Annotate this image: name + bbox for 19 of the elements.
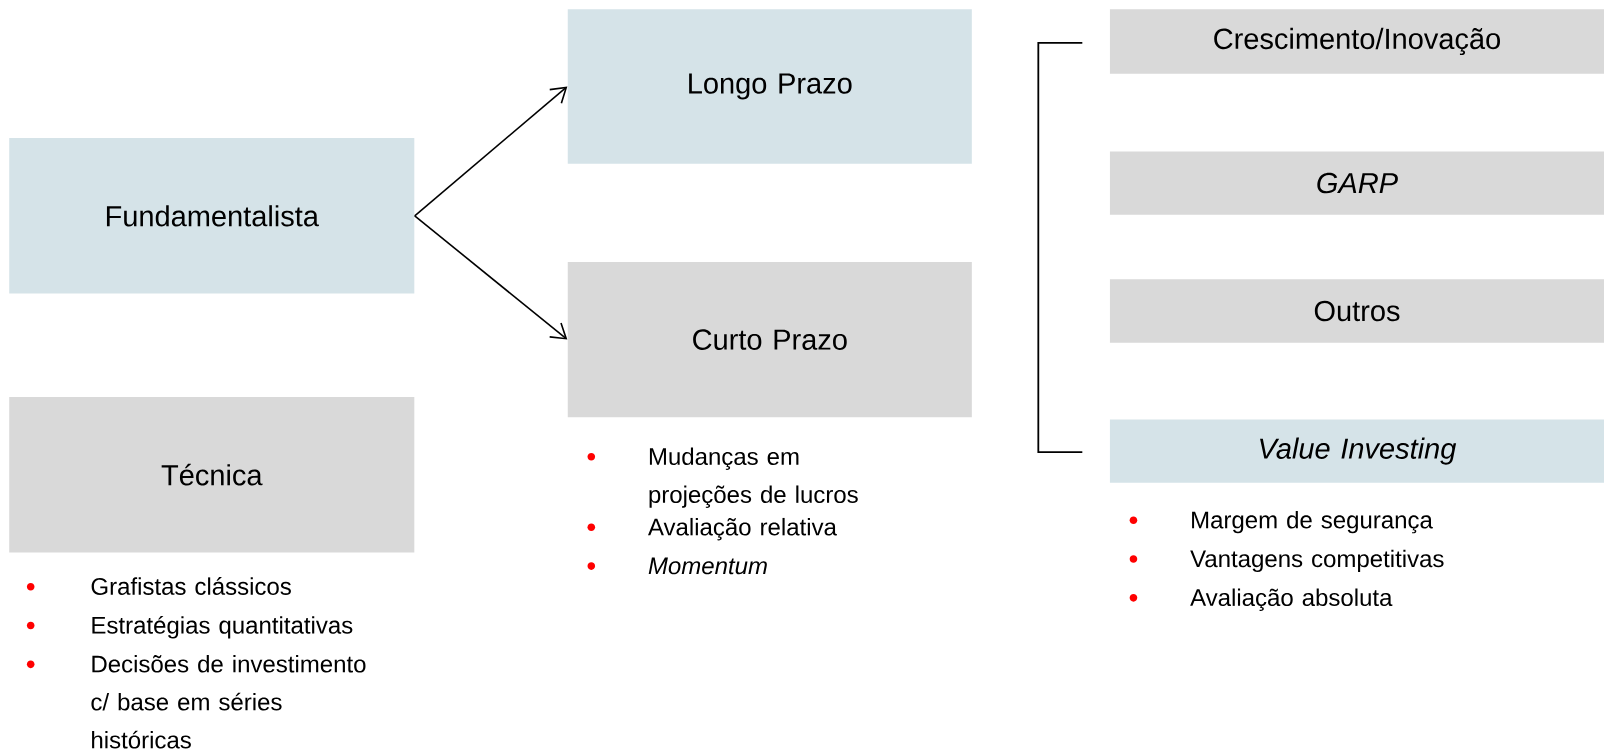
process-box: Técnica xyxy=(9,397,415,553)
bullet-item: Avaliação absoluta xyxy=(1129,588,1393,612)
bullet-item: Grafistas clássicos xyxy=(26,577,291,596)
bullet-item: Estratégias quantitativas xyxy=(26,616,353,639)
process-box: Value Investing xyxy=(1109,419,1604,483)
bullet-item: Avaliação relativa xyxy=(587,518,837,541)
arrow xyxy=(413,215,568,340)
bullet-item: Margem de segurança xyxy=(1129,511,1433,534)
bullet-item: Vantagens competitivas xyxy=(1129,549,1444,573)
process-box: Crescimento/Inovação xyxy=(1109,9,1604,74)
process-box: Curto Prazo xyxy=(567,262,972,418)
process-box: Fundamentalista xyxy=(9,138,415,294)
process-box: Outros xyxy=(1109,279,1604,343)
bullet-item: Decisões de investimento c/ base em séries históricas xyxy=(26,655,366,749)
bullet-item: Mudanças em projeções de lucros xyxy=(587,447,858,508)
bullet-item: Momentum xyxy=(587,557,767,575)
process-box: GARP xyxy=(1109,151,1604,215)
process-box: Longo Prazo xyxy=(567,9,972,164)
arrow xyxy=(413,86,568,217)
